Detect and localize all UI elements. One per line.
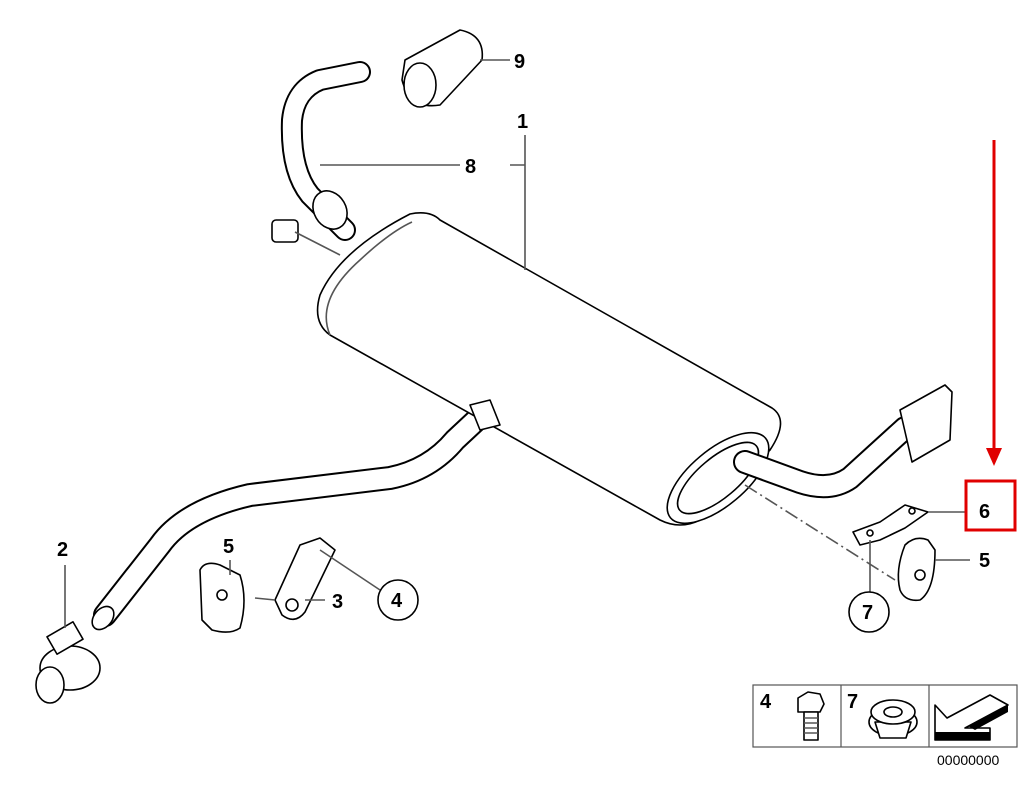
callout-5-right: 5	[979, 550, 990, 572]
legend-box: 4 7	[752, 684, 1018, 748]
bolt-icon	[797, 691, 825, 741]
highlight-box	[964, 479, 1017, 532]
direction-arrow-icon	[934, 694, 1009, 741]
tailpipe	[733, 384, 953, 499]
nut-icon	[868, 699, 918, 739]
leader-lines	[64, 59, 970, 628]
callout-2: 2	[57, 539, 68, 561]
rubber-mount-left	[199, 562, 245, 633]
diagram-code: 00000000	[937, 752, 1000, 768]
callout-4: 4	[391, 590, 403, 612]
rubber-mount-right	[897, 537, 936, 602]
callout-9: 9	[514, 51, 525, 73]
intermediate-pipe	[271, 61, 371, 256]
exhaust-tip	[401, 29, 484, 108]
callout-3: 3	[332, 591, 343, 613]
callout-7: 7	[862, 602, 873, 624]
callout-5-left: 5	[223, 536, 234, 558]
callout-1: 1	[517, 111, 528, 133]
front-pipe	[91, 400, 497, 631]
bracket-6	[852, 504, 929, 546]
callout-8: 8	[465, 156, 476, 178]
bracket	[254, 537, 336, 621]
legend-item-7: 7	[847, 691, 858, 713]
callout-6: 6	[979, 501, 990, 523]
clamp	[35, 621, 101, 704]
legend-item-4: 4	[760, 691, 772, 713]
callout-7-circle	[848, 591, 890, 633]
highlight-arrow	[986, 140, 1002, 466]
callout-4-circle	[377, 579, 419, 621]
